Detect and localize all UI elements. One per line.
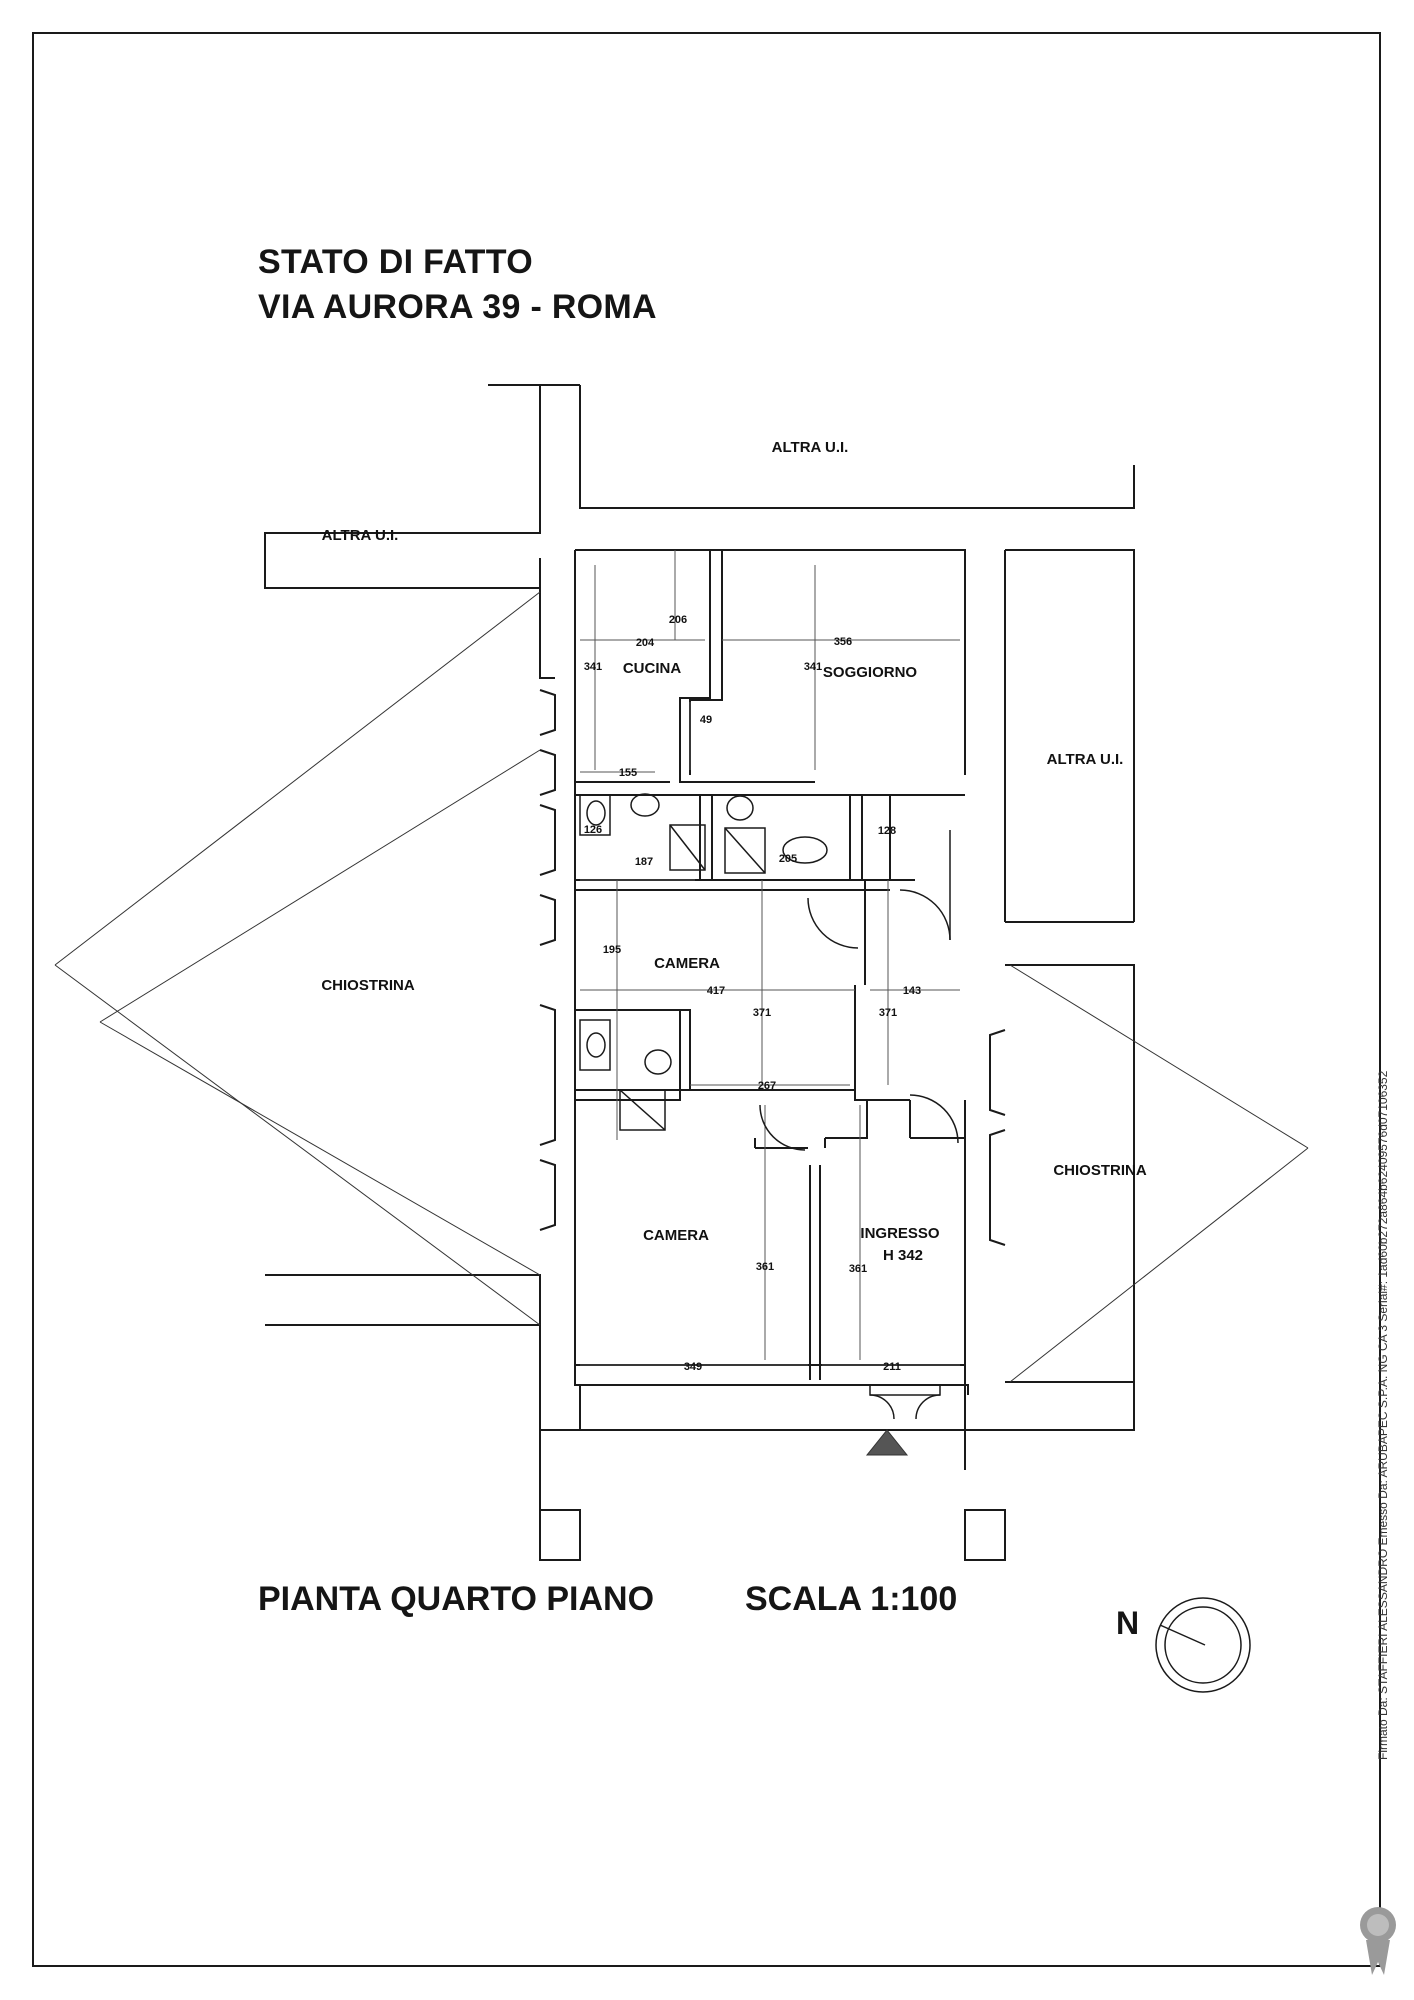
walls bbox=[264, 384, 1135, 1561]
dimension-label: 143 bbox=[903, 985, 921, 997]
dimension-label: 155 bbox=[619, 767, 637, 779]
signature-seal-icon bbox=[1360, 1907, 1396, 1975]
room-label-cucina: CUCINA bbox=[623, 660, 681, 677]
room-label-chiostrina-left: CHIOSTRINA bbox=[321, 977, 415, 994]
dimension-label: 195 bbox=[603, 944, 621, 956]
sheet-border bbox=[32, 32, 1381, 1967]
room-label-altra-left: ALTRA U.I. bbox=[322, 527, 399, 544]
north-label: N bbox=[1116, 1605, 1140, 1641]
dimension-label: 126 bbox=[584, 824, 602, 836]
dimension-label: 267 bbox=[758, 1080, 776, 1092]
plan-name: PIANTA QUARTO PIANO bbox=[258, 1580, 655, 1618]
dimension-label: 356 bbox=[834, 636, 852, 648]
room-label-camera-lower: CAMERA bbox=[643, 1227, 709, 1244]
dimension-label: 349 bbox=[684, 1361, 702, 1373]
dimension-label: 341 bbox=[804, 661, 822, 673]
dimension-label: 211 bbox=[883, 1361, 901, 1373]
dimension-label: 187 bbox=[635, 856, 653, 868]
sanitary-fixtures bbox=[579, 793, 828, 1131]
dimension-label: 341 bbox=[584, 661, 602, 673]
room-label-ingresso-height: H 342 bbox=[883, 1247, 923, 1264]
dimension-label: 128 bbox=[878, 825, 896, 837]
title-line-1: STATO DI FATTO bbox=[258, 243, 533, 281]
room-label-ingresso: INGRESSO bbox=[860, 1225, 940, 1242]
dimension-label: 371 bbox=[753, 1007, 771, 1019]
dimension-label: 204 bbox=[636, 637, 655, 649]
dimension-label: 361 bbox=[756, 1261, 774, 1273]
door-swings bbox=[759, 830, 959, 1420]
scale-label: SCALA 1:100 bbox=[745, 1580, 958, 1618]
room-label-soggiorno: SOGGIORNO bbox=[823, 664, 918, 681]
room-label-chiostrina-right: CHIOSTRINA bbox=[1053, 1162, 1147, 1179]
room-label-altra-top: ALTRA U.I. bbox=[772, 439, 849, 456]
entrance-arrow-icon bbox=[865, 1429, 909, 1456]
dimension-lines bbox=[580, 550, 960, 1366]
chiostrina-diagonals bbox=[54, 591, 1309, 1383]
dimension-label: 206 bbox=[669, 614, 687, 626]
north-arrow-icon bbox=[1155, 1597, 1251, 1693]
title-line-2: VIA AURORA 39 - ROMA bbox=[258, 288, 657, 326]
dimension-label: 361 bbox=[849, 1263, 867, 1275]
dimension-label: 371 bbox=[879, 1007, 897, 1019]
digital-signature-text: Firmato Da: STAFFIERI ALESSANDRO Emesso … bbox=[1376, 1070, 1390, 1760]
dimension-label: 417 bbox=[707, 985, 725, 997]
dimension-label: 49 bbox=[700, 714, 712, 726]
dimension-label: 205 bbox=[779, 853, 797, 865]
room-label-altra-right: ALTRA U.I. bbox=[1047, 751, 1124, 768]
room-label-camera-upper: CAMERA bbox=[654, 955, 720, 972]
